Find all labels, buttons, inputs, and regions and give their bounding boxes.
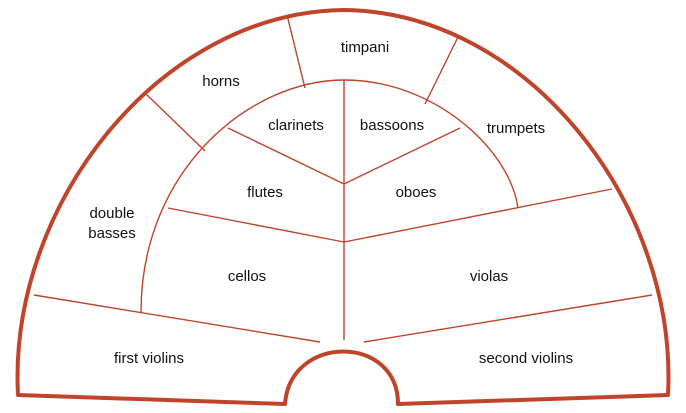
divider-second-violins [363,294,653,343]
label-first-violins: first violins [114,350,184,367]
label-second-violins: second violins [479,350,573,367]
label-trumpets: trumpets [487,120,545,137]
stage-outline [15,8,671,406]
divider-first-violins [33,294,321,343]
label-timpani: timpani [341,39,389,56]
label-flutes: flutes [247,184,283,201]
divider-flutes-cellos [167,207,345,243]
label-horns: horns [202,73,240,90]
divider-horns-timpani [286,14,306,89]
divider-clarinets-flutes [227,127,345,185]
divider-timpani-trumpets [424,34,460,105]
divider-bassoons-oboes [343,127,461,185]
inner-arc [140,79,519,313]
label-double-basses-line2: basses [88,225,136,242]
divider-horns-basses [144,92,206,152]
label-cellos: cellos [228,268,266,285]
label-double-basses-line1: double [89,205,134,222]
label-oboes: oboes [396,184,437,201]
label-clarinets: clarinets [268,117,324,134]
label-violas: violas [470,268,508,285]
divider-oboes-violas [343,188,613,243]
label-bassoons: bassoons [360,117,424,134]
